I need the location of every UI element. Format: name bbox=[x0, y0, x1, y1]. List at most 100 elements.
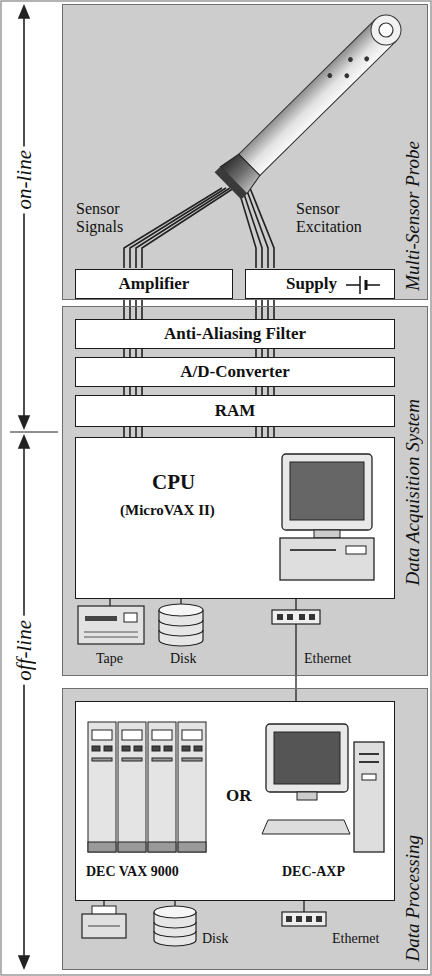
device-label: Disk bbox=[202, 930, 228, 948]
drawing-part bbox=[152, 730, 172, 740]
drawing-part bbox=[178, 842, 206, 852]
drawing-part bbox=[109, 598, 110, 606]
printer bbox=[82, 906, 126, 938]
drawing-part bbox=[262, 820, 350, 834]
supply-box: Supply bbox=[245, 269, 395, 299]
device-label: Disk bbox=[170, 650, 196, 668]
drawing-part bbox=[343, 72, 350, 79]
amplifier-box: Amplifier bbox=[75, 269, 233, 299]
section-ground bbox=[62, 688, 428, 970]
signal-wires bbox=[124, 299, 142, 319]
drawing-part bbox=[367, 284, 380, 286]
drawing-part bbox=[299, 614, 305, 620]
cpu-box: CPU(MicroVAX II) bbox=[75, 437, 395, 599]
drawing-part bbox=[250, 188, 274, 268]
drawing-part bbox=[10, 432, 58, 433]
drawing-part bbox=[280, 538, 374, 580]
terminal-icon bbox=[76, 438, 396, 600]
drawing-part bbox=[122, 730, 142, 740]
drawing-part bbox=[296, 916, 302, 922]
vax-cabinets bbox=[88, 722, 206, 852]
drawing-part bbox=[303, 900, 304, 912]
drawing-part bbox=[347, 56, 354, 63]
drawing-part bbox=[290, 462, 364, 520]
drawing-part bbox=[23, 14, 25, 420]
drawing-part bbox=[92, 746, 100, 751]
section-ground bbox=[62, 306, 428, 676]
ethernet-port bbox=[272, 610, 320, 624]
disk-drive bbox=[159, 604, 203, 646]
drawing-part bbox=[194, 746, 202, 751]
drawing-part bbox=[164, 746, 172, 751]
drawing-part bbox=[88, 722, 116, 852]
drawing-part bbox=[118, 722, 146, 852]
drawing-part bbox=[316, 916, 322, 922]
disk-drive bbox=[154, 906, 196, 946]
drawing-part bbox=[182, 746, 190, 751]
drawing-part bbox=[154, 922, 196, 928]
drawing-part bbox=[266, 724, 348, 792]
drawing-part bbox=[84, 632, 138, 633]
drawing-part bbox=[159, 630, 203, 636]
drawing-part bbox=[148, 842, 176, 852]
drawing-part bbox=[297, 792, 317, 800]
drawing-part bbox=[362, 774, 376, 780]
drawing-part bbox=[148, 722, 176, 852]
drawing-part bbox=[309, 614, 315, 620]
drawing-part bbox=[178, 722, 206, 852]
drawing-part bbox=[365, 9, 407, 51]
drawing-part bbox=[152, 746, 160, 751]
drawing-part bbox=[359, 761, 379, 763]
drawing-part bbox=[92, 758, 112, 761]
drawing-part bbox=[314, 530, 340, 538]
computer-box: DEC VAX 9000 OR DEC-AXP bbox=[75, 701, 395, 901]
drawing-part bbox=[152, 758, 172, 761]
drawing-part bbox=[118, 842, 146, 852]
box-label: CPU bbox=[152, 472, 195, 492]
drawing-part bbox=[295, 624, 296, 676]
section-band: Data Processing DEC VAX 9000ORDEC-AXP bbox=[62, 688, 428, 970]
drawing-part bbox=[154, 931, 196, 937]
memory-box: RAM bbox=[75, 395, 395, 427]
signal-label: Sensor Signals bbox=[76, 200, 138, 236]
drawing-part bbox=[23, 444, 25, 960]
signal-label: Sensor Excitation bbox=[296, 200, 376, 236]
box-label: DEC VAX 9000 bbox=[86, 862, 179, 882]
drawing-part bbox=[359, 276, 361, 294]
drawing-part bbox=[306, 916, 312, 922]
drawing-part bbox=[290, 549, 336, 551]
drawing-part bbox=[246, 188, 268, 268]
drawing-part bbox=[104, 746, 112, 751]
drawing-part bbox=[182, 758, 202, 761]
drawing-part bbox=[287, 614, 293, 620]
drawing-part bbox=[346, 546, 366, 554]
section-label: Data Acquisition System bbox=[402, 399, 424, 585]
drawing-part bbox=[220, 151, 262, 194]
section-label: Multi-Sensor Probe bbox=[402, 141, 424, 291]
drawing-part bbox=[326, 72, 333, 79]
drawing-part bbox=[242, 188, 262, 268]
section-band: Multi-Sensor ProbeAmplifier Supply bbox=[62, 4, 428, 300]
drawing-part bbox=[154, 906, 196, 918]
drawing-part bbox=[277, 614, 283, 620]
section-band: Data Acquisition SystemAnti-Aliasing Fil… bbox=[62, 306, 428, 676]
box-label: OR bbox=[226, 786, 252, 806]
drawing-part bbox=[19, 956, 29, 968]
drawing-part bbox=[282, 454, 372, 530]
drawing-part bbox=[238, 188, 256, 268]
device-label: Tape bbox=[96, 650, 123, 668]
drawing-part bbox=[359, 753, 379, 755]
converter-box: A/D-Converter bbox=[75, 357, 395, 387]
drawing-part bbox=[159, 604, 203, 616]
phase-label: on-line bbox=[12, 146, 36, 213]
drawing-part bbox=[19, 6, 29, 18]
box-label: Supply bbox=[286, 274, 337, 294]
signal-wires bbox=[124, 387, 274, 395]
box-label: DEC-AXP bbox=[282, 862, 345, 882]
drawing-part bbox=[346, 284, 360, 286]
workstation bbox=[262, 724, 384, 852]
drawing-part bbox=[88, 926, 120, 927]
drawing-part bbox=[92, 730, 112, 740]
